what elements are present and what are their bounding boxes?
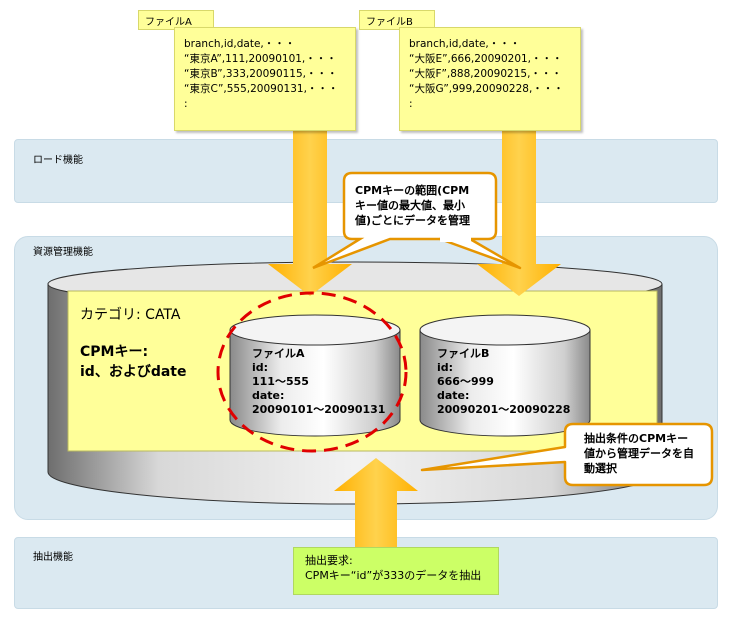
file-a-content: branch,id,date,・・・ “東京A”,111,20090101,・・… bbox=[184, 38, 339, 110]
file-b-tab: ファイルB bbox=[359, 10, 435, 30]
callout-right-bubble bbox=[420, 422, 714, 487]
up-arrow-request bbox=[334, 458, 418, 556]
callout-top-bubble bbox=[312, 171, 522, 270]
cpm-key-value: id、およびdate bbox=[80, 364, 187, 380]
load-band-label: ロード機能 bbox=[33, 155, 83, 166]
down-arrow-file-b bbox=[477, 112, 561, 296]
resource-band-label: 資源管理機能 bbox=[33, 247, 93, 258]
file-a-note bbox=[174, 27, 356, 131]
category-title: カテゴリ: CATA bbox=[80, 307, 181, 323]
callout-top-text: CPMキーの範囲(CPM キー値の最大値、最小 値)ごとにデータを管理 bbox=[355, 184, 471, 227]
callout-right-text: 抽出条件のCPMキー 値から管理データを自 動選択 bbox=[584, 432, 694, 475]
down-arrow-file-a bbox=[268, 112, 352, 296]
request-text: 抽出要求: CPMキー“id”が333のデータを抽出 bbox=[305, 554, 482, 582]
cylinder-file-b bbox=[419, 314, 591, 437]
file-b-note bbox=[399, 27, 581, 131]
request-box bbox=[293, 547, 499, 595]
extract-band-label: 抽出機能 bbox=[33, 552, 73, 563]
cpm-key-label: CPMキー: bbox=[80, 344, 149, 360]
cylinder-b-text: ファイルB id: 666～999 date: 20090201～2009022… bbox=[437, 347, 571, 416]
file-b-content: branch,id,date,・・・ “大阪E”,666,20090201,・・… bbox=[409, 38, 564, 110]
cylinder-file-a bbox=[229, 314, 401, 437]
cylinder-a-text: ファイルA id: 111～555 date: 20090101～2009013… bbox=[252, 347, 386, 416]
highlight-circle bbox=[216, 291, 408, 453]
